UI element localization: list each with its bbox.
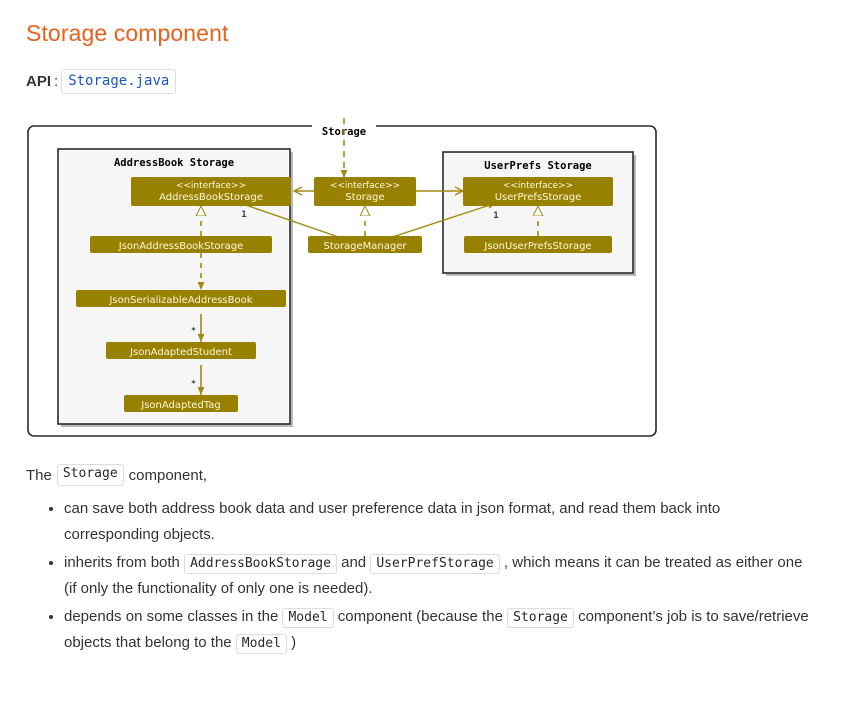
addressbookstorage-class[interactable]: <<interface>> AddressBookStorage bbox=[131, 177, 291, 207]
jsonadaptedtag-class[interactable]: JsonAdaptedTag bbox=[124, 395, 238, 413]
intro-text-before: The bbox=[26, 466, 52, 484]
bullet-text: ) bbox=[291, 634, 297, 652]
bullet-text: component (because the bbox=[337, 608, 503, 626]
inline-code: Model bbox=[282, 608, 334, 629]
inline-code: AddressBookStorage bbox=[184, 554, 337, 575]
addressbookstorage-label: AddressBookStorage bbox=[159, 192, 263, 203]
jsonadaptedtag-label: JsonAdaptedTag bbox=[140, 400, 220, 411]
jsonaddressbookstorage-label: JsonAddressBookStorage bbox=[118, 241, 243, 252]
inline-code: Storage bbox=[507, 608, 574, 629]
jsonadaptedstudent-class[interactable]: JsonAdaptedStudent bbox=[106, 342, 256, 360]
bullet-text: component’s job is to save/retrieve obje… bbox=[64, 608, 809, 652]
bullet-inherits: inherits from both AddressBookStorage an… bbox=[64, 550, 819, 602]
uml-diagram-svg: Storage AddressBook Storage UserPrefs St… bbox=[27, 118, 657, 437]
storage-java-link[interactable]: Storage.java bbox=[61, 69, 177, 95]
bullet-save-read: can save both address book data and user… bbox=[64, 496, 819, 548]
inline-code: UserPrefStorage bbox=[370, 554, 500, 575]
storage-label: Storage bbox=[345, 192, 384, 203]
jsonaddressbookstorage-class[interactable]: JsonAddressBookStorage bbox=[90, 236, 272, 254]
api-label: API bbox=[26, 73, 52, 91]
jsonserializableaddressbook-label: JsonSerializableAddressBook bbox=[108, 295, 252, 306]
storagemanager-class[interactable]: StorageManager bbox=[308, 236, 422, 254]
bullet-text: inherits from both bbox=[64, 554, 180, 572]
storage-class[interactable]: <<interface>> Storage bbox=[314, 177, 416, 207]
jsonuserprefsstorage-label: JsonUserPrefsStorage bbox=[483, 241, 591, 252]
api-separator: : bbox=[54, 73, 59, 91]
documentation-page: Storage component API: Storage.java Sto bbox=[0, 0, 845, 656]
addressbookstorage-stereotype: <<interface>> bbox=[176, 181, 246, 191]
storage-class-diagram: Storage AddressBook Storage UserPrefs St… bbox=[26, 118, 819, 448]
inline-code: Model bbox=[235, 634, 287, 655]
bullet-text: can save both address book data and user… bbox=[64, 500, 721, 544]
jsonserializableaddressbook-class[interactable]: JsonSerializableAddressBook bbox=[76, 290, 286, 308]
intro-text-after: component, bbox=[128, 466, 208, 484]
multiplicity-student: * bbox=[191, 326, 196, 335]
storagemanager-label: StorageManager bbox=[324, 241, 408, 252]
multiplicity-addressbookstorage: 1 bbox=[241, 210, 246, 220]
storage-facts-list: can save both address book data and user… bbox=[26, 496, 819, 656]
userprefsstorage-label: UserPrefsStorage bbox=[495, 192, 582, 203]
userprefsstorage-stereotype: <<interface>> bbox=[503, 181, 573, 191]
bullet-text: , which means it can be treated as eithe… bbox=[64, 554, 803, 598]
page-title: Storage component bbox=[26, 20, 229, 46]
multiplicity-userprefsstorage: 1 bbox=[493, 211, 498, 221]
userprefsstorage-class[interactable]: <<interface>> UserPrefsStorage bbox=[463, 177, 613, 207]
storage-stereotype: <<interface>> bbox=[330, 181, 400, 191]
intro-code-storage: Storage bbox=[56, 464, 124, 487]
api-line: API: Storage.java bbox=[26, 69, 819, 95]
bullet-text: depends on some classes in the bbox=[64, 608, 279, 626]
multiplicity-tag: * bbox=[191, 379, 196, 388]
jsonuserprefsstorage-class[interactable]: JsonUserPrefsStorage bbox=[464, 236, 612, 254]
jsonadaptedstudent-label: JsonAdaptedStudent bbox=[129, 347, 232, 358]
addressbook-package-label: AddressBook Storage bbox=[114, 157, 234, 169]
bullet-text: and bbox=[341, 554, 367, 572]
intro-paragraph: The Storage component, bbox=[26, 464, 819, 487]
userprefs-package-label: UserPrefs Storage bbox=[484, 160, 591, 172]
bullet-depends: depends on some classes in the Model com… bbox=[64, 604, 819, 656]
